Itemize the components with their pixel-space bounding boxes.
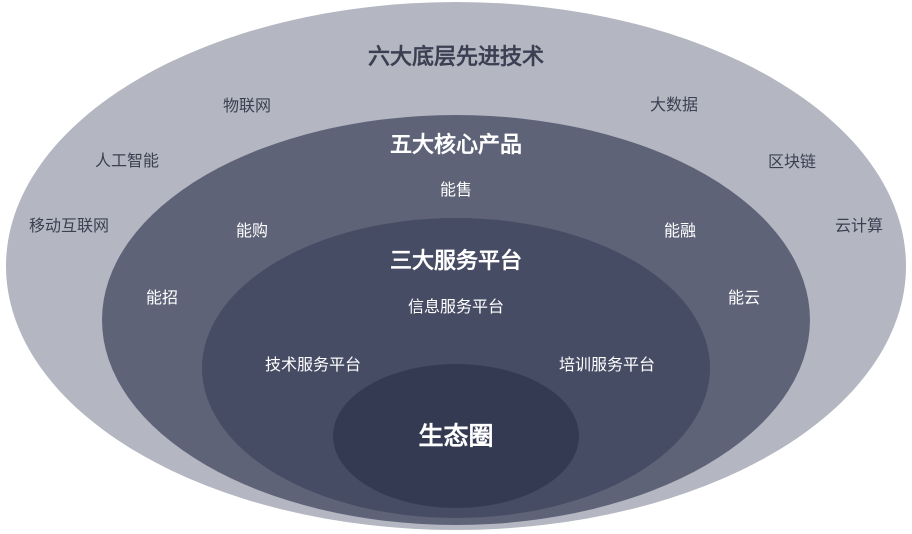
platform-item-technology: 技术服务平台 bbox=[264, 355, 362, 374]
tech-item-big-data: 大数据 bbox=[649, 95, 699, 114]
core-ring-ecosystem bbox=[333, 364, 579, 508]
tech-item-mobile-internet: 移动互联网 bbox=[28, 216, 110, 235]
tech-item-iot: 物联网 bbox=[222, 96, 272, 115]
platform-item-training: 培训服务平台 bbox=[558, 355, 656, 374]
product-item-sales: 能售 bbox=[439, 180, 473, 199]
tech-item-cloud-computing: 云计算 bbox=[834, 216, 884, 235]
product-item-finance: 能融 bbox=[663, 221, 697, 240]
product-item-cloud: 能云 bbox=[727, 288, 761, 307]
product-item-recruit: 能招 bbox=[145, 288, 179, 307]
third-ring-title: 三大服务平台 bbox=[389, 249, 523, 274]
second-ring-title: 五大核心产品 bbox=[389, 133, 523, 158]
product-item-purchase: 能购 bbox=[235, 221, 269, 240]
tech-item-blockchain: 区块链 bbox=[767, 152, 817, 171]
core-title: 生态圈 bbox=[418, 421, 494, 451]
outer-ring-title: 六大底层先进技术 bbox=[367, 45, 545, 70]
platform-item-information: 信息服务平台 bbox=[407, 297, 505, 316]
tech-item-ai: 人工智能 bbox=[94, 151, 160, 170]
